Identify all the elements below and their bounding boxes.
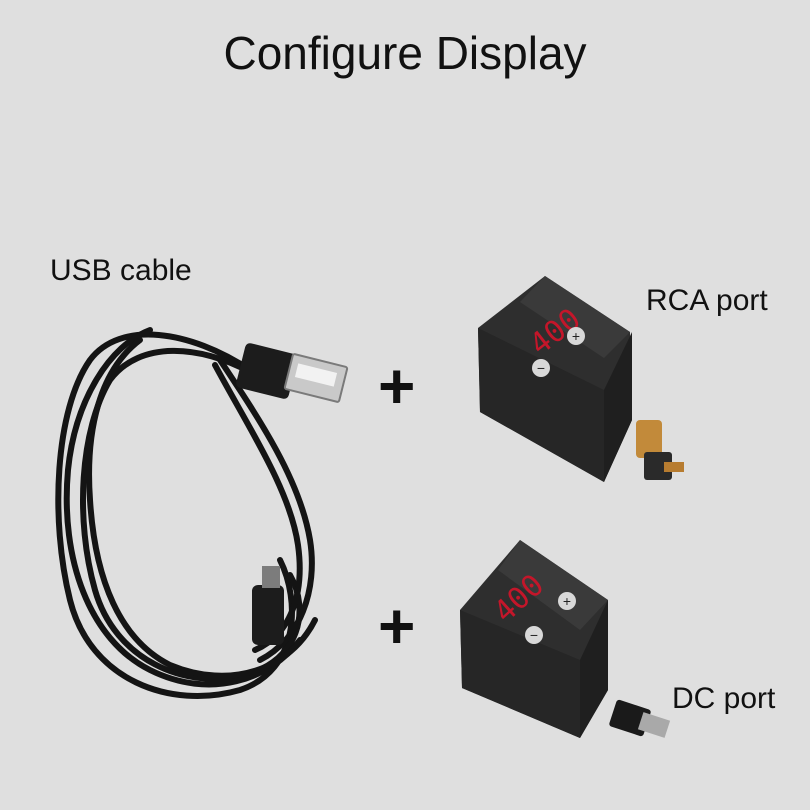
plus-sign-top: + [378, 350, 416, 422]
page-title: Configure Display [223, 27, 587, 79]
dc-minus-button-icon[interactable] [525, 626, 543, 644]
svg-text:+: + [563, 593, 571, 609]
svg-text:−: − [537, 360, 545, 376]
usb-a-plug [236, 343, 349, 403]
micro-usb-plug [252, 566, 284, 645]
dc-device-image: 400 + − [460, 540, 671, 738]
usb-cable-label: USB cable [50, 254, 192, 287]
rca-port-label: RCA port [646, 284, 768, 317]
rca-plus-button-icon[interactable] [567, 327, 585, 345]
dc-plus-button-icon[interactable] [558, 592, 576, 610]
plus-sign-bottom: + [378, 590, 416, 662]
dc-port-label: DC port [672, 682, 776, 715]
svg-text:+: + [572, 328, 580, 344]
usb-cable-image [55, 327, 318, 699]
rca-device-image: 400 + − [478, 276, 684, 482]
rca-minus-button-icon[interactable] [532, 359, 550, 377]
svg-text:−: − [530, 627, 538, 643]
